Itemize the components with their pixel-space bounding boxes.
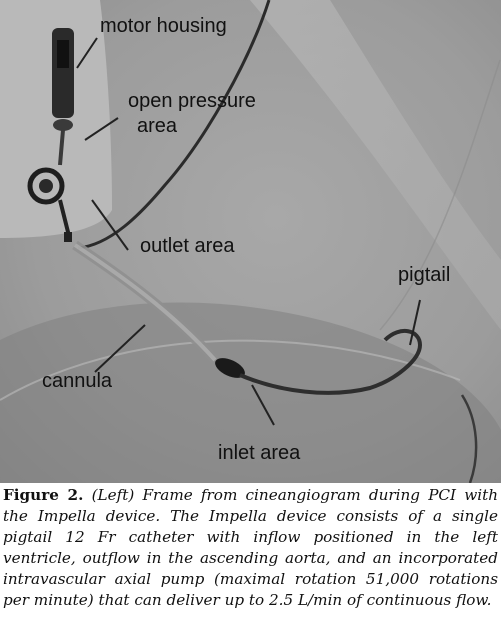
outlet-ring (27, 167, 65, 205)
pointer-pigtail (409, 299, 421, 346)
pointer-inlet-area (251, 384, 275, 426)
outlet-clip (64, 232, 72, 242)
outlet-ring-center (39, 179, 53, 193)
pointer-motor-housing (76, 37, 98, 69)
pointer-cannula (94, 324, 146, 373)
pointer-open-pressure (84, 117, 119, 141)
light-region (0, 0, 112, 238)
organ-outline (0, 339, 461, 401)
figure-caption: Figure 2. (Left) Frame from cineangiogra… (3, 485, 498, 611)
inlet-body (215, 358, 245, 378)
shadow-region (0, 302, 501, 483)
label-inlet-area: inlet area (218, 442, 301, 464)
pointer-outlet-area (91, 199, 129, 251)
guide-catheter (77, 0, 271, 250)
shaft (58, 129, 65, 166)
label-motor-housing: motor housing (100, 15, 227, 37)
label-outlet-area: outlet area (140, 235, 235, 257)
motor-connector (53, 119, 73, 131)
motor-housing-core (57, 40, 69, 68)
label-pigtail: pigtail (398, 264, 450, 286)
label-open-pressure-1: open pressure (128, 90, 256, 112)
cannula-highlight (73, 243, 217, 362)
caption-label: Figure 2. (3, 486, 84, 504)
faint-line (379, 59, 501, 331)
label-cannula: cannula (42, 370, 113, 392)
caption-text: (Left) Frame from cineangiogram during P… (3, 486, 499, 609)
guide-wire (460, 394, 478, 483)
angiogram-figure: motor housing open pressure area outlet … (0, 0, 501, 483)
angiogram-image: motor housing open pressure area outlet … (0, 0, 501, 483)
label-open-pressure-2: area (137, 115, 178, 137)
